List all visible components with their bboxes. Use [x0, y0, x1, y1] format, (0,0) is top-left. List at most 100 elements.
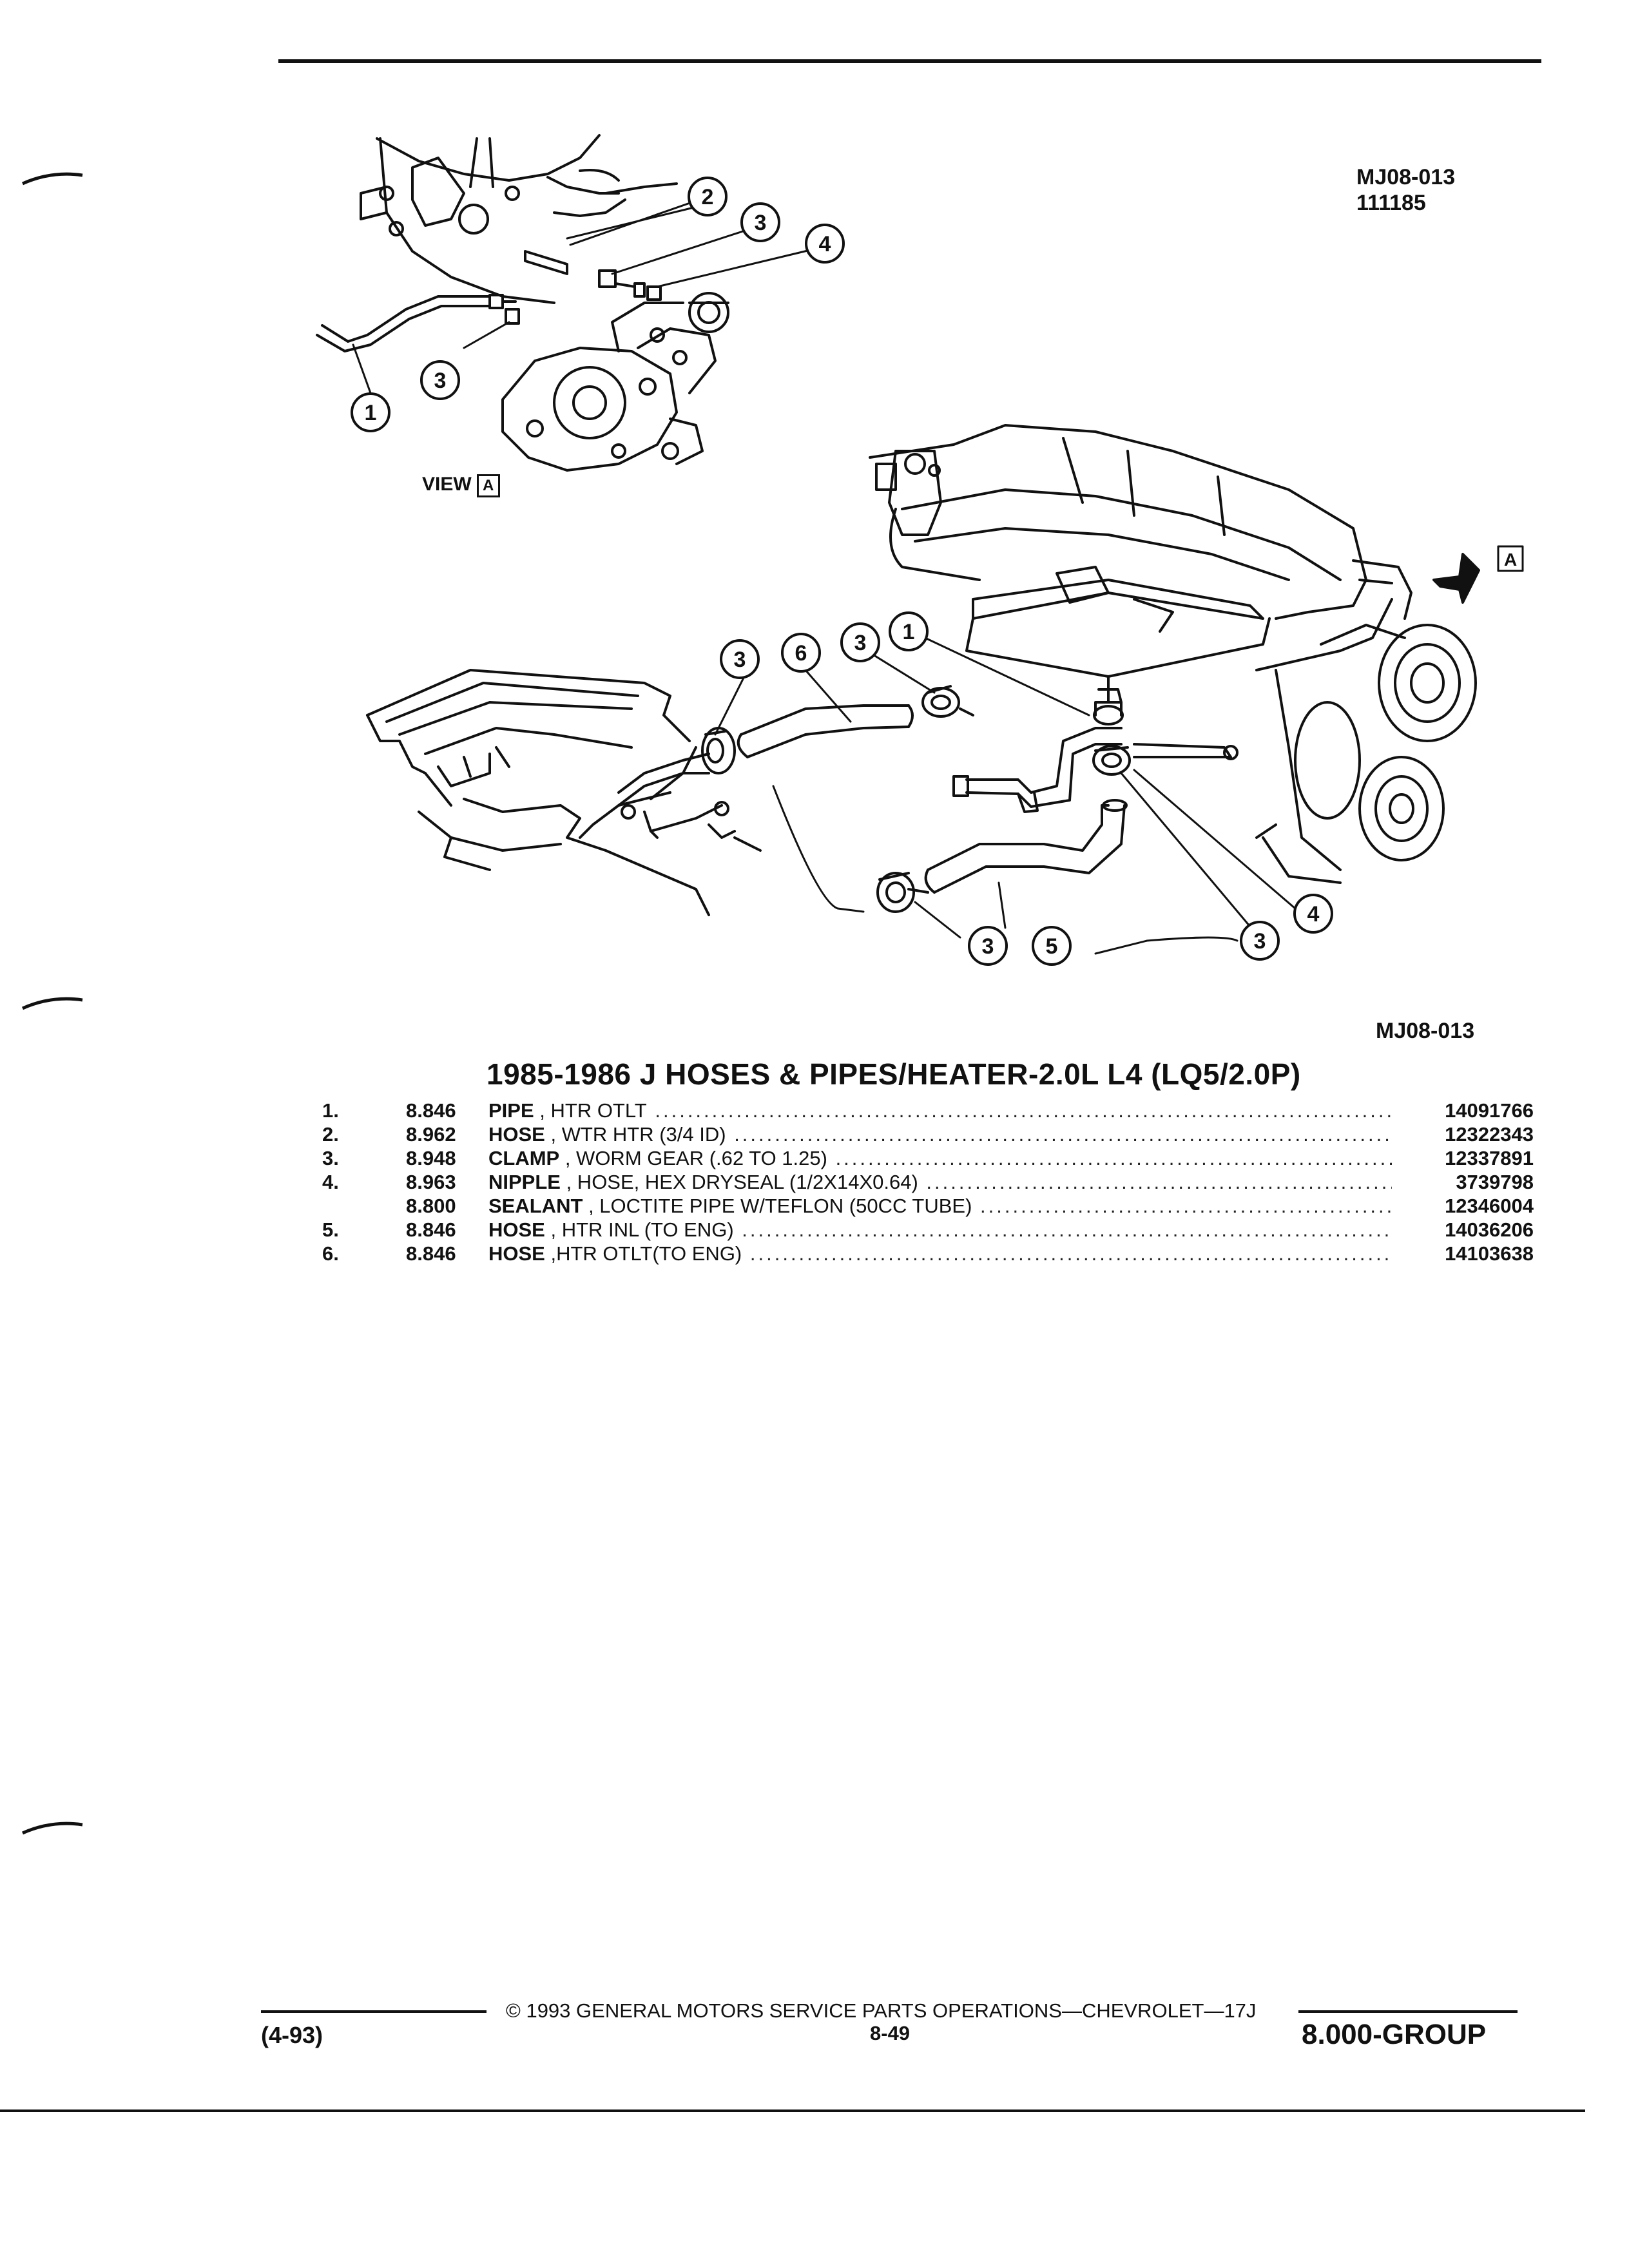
arrow-a-box — [1497, 545, 1524, 572]
part-number: 12322343 — [1445, 1123, 1534, 1146]
part-detail: ,HTR OTLT(TO ENG) — [545, 1242, 742, 1265]
view-a-pipe — [316, 250, 662, 352]
part-description: CLAMP , WORM GEAR (.62 TO 1.25) ........… — [488, 1146, 1392, 1170]
guide-curve — [772, 785, 865, 913]
part-group: 8.962 — [406, 1123, 456, 1146]
callout-number: 3 — [982, 934, 994, 959]
callout-number: 1 — [365, 401, 377, 425]
part-index: 6. — [322, 1242, 339, 1265]
part-name: HOSE — [488, 1123, 545, 1146]
leader-dots: ........................................… — [749, 1242, 1392, 1265]
part-row: 3. 8.948 CLAMP , WORM GEAR (.62 TO 1.25) .… — [322, 1146, 1534, 1170]
view-label-text: VIEW — [422, 474, 472, 495]
part-group: 8.800 — [406, 1195, 456, 1217]
part-detail: , HOSE, HEX DRYSEAL (1/2X14X0.64) — [560, 1171, 918, 1193]
footer-rule-left — [261, 2010, 487, 2013]
part-group: 8.846 — [406, 1242, 456, 1265]
view-a-leaders — [352, 198, 820, 394]
part-index: 4. — [322, 1171, 339, 1193]
callout-circle — [781, 633, 821, 673]
page-number: 8-49 — [870, 2022, 911, 2044]
part-number: 14091766 — [1445, 1099, 1534, 1122]
heater-core — [366, 669, 762, 916]
callout-circle — [968, 926, 1008, 966]
callout-number: 3 — [734, 648, 746, 672]
view-a-engine-block — [360, 134, 678, 304]
part-detail: , WORM GEAR (.62 TO 1.25) — [559, 1147, 827, 1169]
part-detail: , LOCTITE PIPE W/TEFLON (50CC TUBE) — [583, 1195, 972, 1217]
part-row: 2. 8.962 HOSE , WTR HTR (3/4 ID) .........… — [322, 1122, 1534, 1146]
part-index: 2. — [322, 1123, 339, 1146]
part-name: CLAMP — [488, 1147, 560, 1169]
part-number: 12337891 — [1445, 1147, 1534, 1169]
part-index: 1. — [322, 1099, 339, 1122]
clamp-lower — [876, 872, 929, 913]
part-index: 3. — [322, 1147, 339, 1169]
callout-number: 4 — [819, 232, 831, 256]
part-name: HOSE — [488, 1218, 545, 1241]
main-engine — [869, 424, 1477, 884]
callout-circle — [1293, 894, 1333, 934]
callout-number: 1 — [903, 620, 915, 644]
top-rule — [278, 59, 1541, 63]
leader-dots: ........................................… — [980, 1195, 1392, 1217]
margin-marks — [21, 172, 83, 1835]
callout-circle — [420, 360, 460, 400]
view-a-arrow — [1432, 553, 1480, 604]
footer-revision: (4-93) — [261, 2022, 323, 2048]
leader-dots: ........................................… — [835, 1147, 1392, 1169]
leader-dots: ........................................… — [646, 1099, 1392, 1122]
part-number: 3739798 — [1456, 1171, 1534, 1193]
part-row: 4. 8.963 NIPPLE , HOSE, HEX DRYSEAL (1/2X1… — [322, 1170, 1534, 1194]
hose-6 — [737, 704, 914, 758]
bottom-rule — [0, 2109, 1585, 2112]
part-group: 8.963 — [406, 1171, 456, 1193]
view-label-box: A — [476, 474, 500, 497]
main-leaders — [714, 633, 1296, 939]
part-description: HOSE , WTR HTR (3/4 ID) ................… — [488, 1122, 1392, 1146]
part-name: SEALANT — [488, 1195, 583, 1217]
callout-circle — [740, 202, 780, 242]
callout-circle — [840, 622, 880, 662]
part-row: 1. 8.846 PIPE , HTR OTLT .................… — [322, 1099, 1534, 1122]
part-description: HOSE ,HTR OTLT(TO ENG) .................… — [488, 1242, 1392, 1265]
callout-number: 3 — [434, 369, 447, 393]
footer-rule-right — [1298, 2010, 1518, 2013]
part-group: 8.948 — [406, 1147, 456, 1169]
part-row: 6. 8.846 HOSE ,HTR OTLT(TO ENG) ..........… — [322, 1242, 1534, 1265]
main-pipe — [952, 727, 1239, 813]
leader-dots: ........................................… — [734, 1123, 1392, 1146]
page-title: 1985-1986 J HOSES & PIPES/HEATER-2.0L L4… — [487, 1057, 1301, 1091]
engine-fitting — [1092, 675, 1131, 776]
part-name: HOSE — [488, 1242, 545, 1265]
callout-number: 2 — [702, 185, 714, 209]
footer-copyright: © 1993 GENERAL MOTORS SERVICE PARTS OPER… — [506, 1999, 1257, 2022]
callout-number: 5 — [1046, 934, 1058, 959]
callout-number: 3 — [755, 211, 767, 235]
callout-circle — [351, 392, 390, 432]
footer-group: 8.000-GROUP — [1302, 2019, 1487, 2050]
hose-5 — [924, 799, 1128, 894]
part-description: SEALANT , LOCTITE PIPE W/TEFLON (50CC TU… — [488, 1194, 1392, 1218]
part-number: 12346004 — [1445, 1195, 1534, 1217]
part-number: 14103638 — [1445, 1242, 1534, 1265]
leader-dots: ........................................… — [742, 1218, 1392, 1241]
part-description: NIPPLE , HOSE, HEX DRYSEAL (1/2X14X0.64)… — [488, 1170, 1392, 1194]
diagram-code-bottom: MJ08-013 — [1376, 1019, 1475, 1043]
diagram-date: 111185 — [1356, 191, 1426, 215]
part-detail: , HTR INL (TO ENG) — [545, 1218, 734, 1241]
parts-list: 1. 8.846 PIPE , HTR OTLT .................… — [322, 1099, 1534, 1265]
arrow-a-letter: A — [1504, 550, 1517, 570]
part-index: 5. — [322, 1218, 339, 1241]
callout-circle — [720, 639, 760, 679]
part-group: 8.846 — [406, 1099, 456, 1122]
part-description: HOSE , HTR INL (TO ENG) ................… — [488, 1218, 1392, 1242]
callout-circle — [1240, 921, 1280, 961]
part-detail: , WTR HTR (3/4 ID) — [545, 1123, 726, 1146]
part-description: PIPE , HTR OTLT ........................… — [488, 1099, 1392, 1122]
part-detail: , HTR OTLT — [534, 1099, 647, 1122]
callout-circle — [688, 177, 728, 216]
